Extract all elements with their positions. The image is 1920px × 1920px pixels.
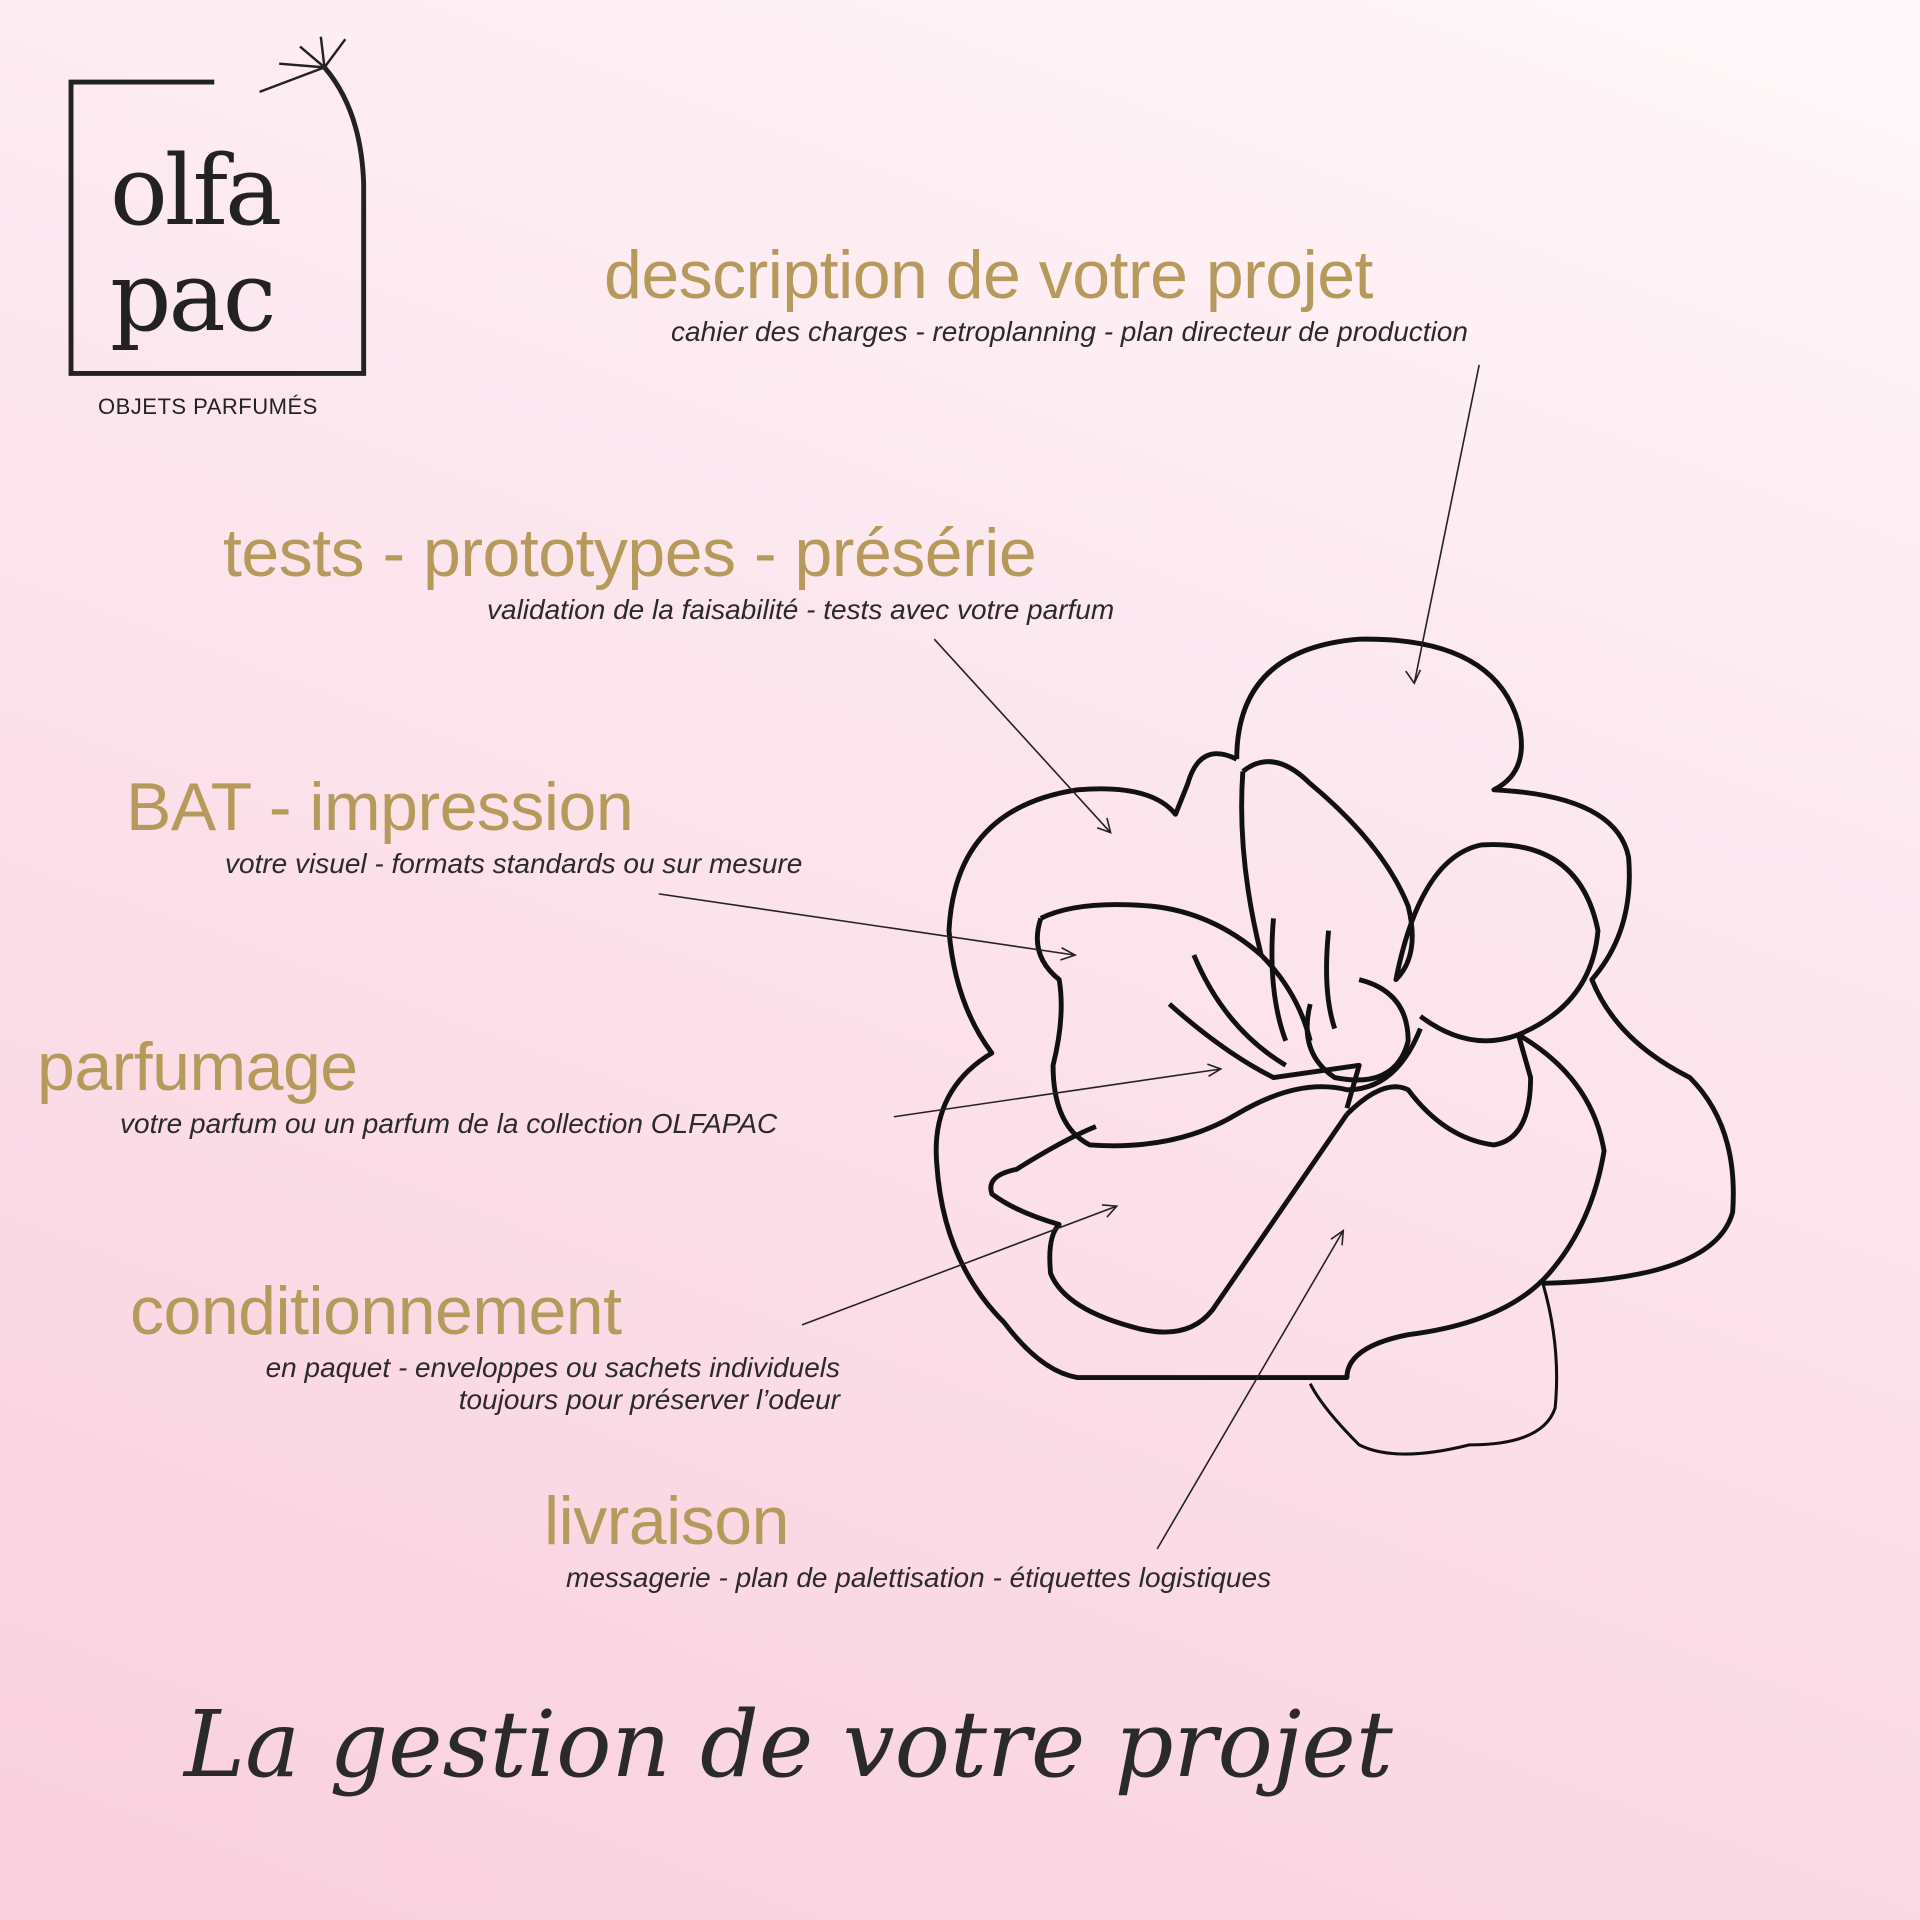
logo-line-2: pac: [110, 241, 276, 353]
step-title-tests: tests - prototypes - présérie: [223, 515, 1037, 591]
step-title-conditionnement: conditionnement: [130, 1273, 622, 1349]
arrows: [658, 364, 1480, 1550]
step-title-parfumage: parfumage: [37, 1029, 358, 1105]
step-subtitle-livraison: messagerie - plan de palettisation - éti…: [566, 1562, 1272, 1593]
footer-script-title: La gestion de votre projet: [184, 1691, 1393, 1798]
flower-outline: [933, 636, 1736, 1456]
logo-wordmark: olfa pac: [110, 135, 282, 353]
step-subtitle-bat: votre visuel - formats standards ou sur …: [225, 848, 803, 879]
logo-frame: [68, 36, 367, 376]
step-subtitle-tests: validation de la faisabilité - tests ave…: [487, 594, 1115, 625]
subtitle-line-2: toujours pour préserver l’odeur: [458, 1384, 840, 1415]
step-title-bat: BAT - impression: [126, 769, 634, 845]
step-subtitle-conditionnement: en paquet - enveloppes ou sachets indivi…: [150, 1352, 840, 1416]
step-subtitle-description: cahier des charges - retroplanning - pla…: [671, 316, 1468, 347]
logo-line-1: olfa: [110, 135, 282, 247]
step-subtitle-parfumage: votre parfum ou un parfum de la collecti…: [120, 1108, 778, 1139]
logo-tagline: OBJETS PARFUMÉS: [98, 394, 318, 419]
step-title-description: description de votre projet: [604, 237, 1373, 313]
step-title-livraison: livraison: [544, 1483, 789, 1559]
subtitle-line-1: en paquet - enveloppes ou sachets indivi…: [265, 1352, 840, 1383]
